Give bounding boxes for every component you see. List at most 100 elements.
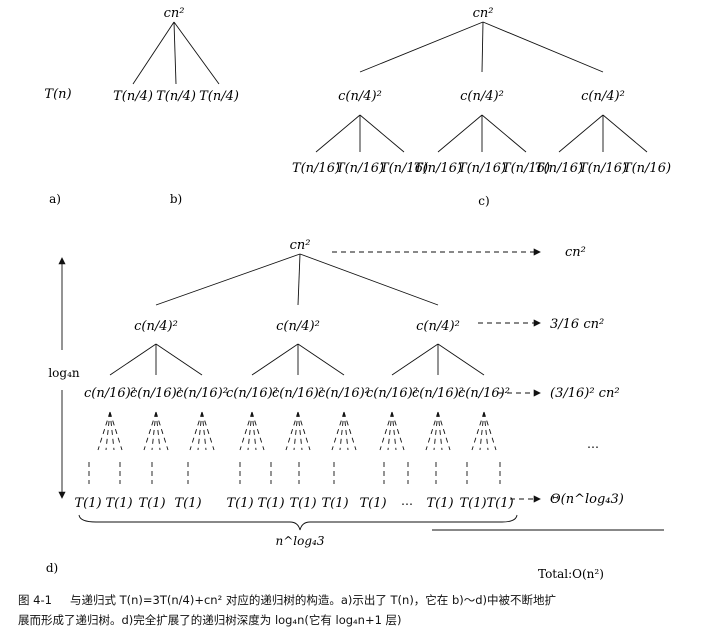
panel-d-level2-1-0: c(n/16)² (226, 386, 278, 401)
panel-a-node-tn: T(n) (44, 87, 71, 102)
leaf-count-label: n^log₄3 (276, 534, 325, 548)
panel-d-leaf-ellipsis: … (401, 494, 413, 508)
panel-d-level1-0: c(n/4)² (134, 319, 178, 334)
panel-d-level2-2-0: c(n/16)² (366, 386, 418, 401)
panel-d-dashed-2-0-0 (379, 411, 393, 451)
panel-c-root: cn² (473, 6, 494, 21)
panel-b-label: b) (170, 192, 182, 206)
panel-b-edge-1 (173, 21, 177, 85)
panel-b-child-2: T(n/4) (199, 89, 239, 104)
panel-d-dashed-0-2-2 (201, 411, 207, 451)
panel-d-dashed-2-0-2 (391, 411, 397, 451)
panel-d-dashed-2-2-2 (483, 411, 489, 451)
level-cost-1: 3/16 cn² (550, 317, 604, 332)
panel-c-leaf-0-0: T(n/16) (292, 161, 340, 176)
panel-d-level2-1-1: c(n/16)² (272, 386, 324, 401)
caption-line-1: 图 4-1 与递归式 T(n)=3T(n/4)+cn² 对应的递归树的构造。a)示… (18, 590, 698, 610)
panel-c-leaf-2-1: T(n/16) (579, 161, 627, 176)
panel-d-dashed-0-2-3 (201, 411, 215, 451)
caption-text-2: 展而形成了递归树。d)完全扩展了的递归树深度为 log₄n(它有 log₄n+1… (18, 613, 402, 627)
panel-d-dashed-0-1-0 (143, 411, 157, 451)
panel-d-leaf-9: T(1) (426, 496, 453, 511)
panel-d-dashed-2-2-0 (471, 411, 485, 451)
panel-a-label: a) (49, 192, 61, 206)
panel-c-leaf-2-2: T(n/16) (623, 161, 671, 176)
panel-c-edge-1 (481, 21, 484, 73)
panel-d-dashed-2-2-3 (483, 411, 497, 451)
panel-d-leaf-10: T(1) (459, 496, 486, 511)
panel-d-level2-2-1: c(n/16)² (412, 386, 464, 401)
panel-c-edge-0 (359, 21, 484, 73)
panel-d-dashed-0-0-0 (97, 411, 111, 451)
panel-c-sub-0-edge-2 (359, 114, 405, 153)
panel-d-dashed-1-2-2 (343, 411, 349, 451)
panel-c-leaf-1-0: T(n/16) (414, 161, 462, 176)
panel-c-label: c) (478, 194, 489, 208)
panel-d-edge-1 (297, 253, 301, 306)
panel-d-sub-1-edge-2 (297, 343, 345, 376)
panel-c-sub-0-edge-0 (315, 114, 361, 153)
panel-b-edge-2 (173, 21, 220, 85)
caption-line-2: 展而形成了递归树。d)完全扩展了的递归树深度为 log₄n(它有 log₄n+1… (18, 610, 698, 630)
panel-c-leaf-1-1: T(n/16) (458, 161, 506, 176)
panel-d-level1-1: c(n/4)² (276, 319, 320, 334)
panel-d-dashed-1-1-0 (285, 411, 299, 451)
panel-d-dashed-2-0-3 (391, 411, 405, 451)
tree-labels: T(n)a)cn²T(n/4)T(n/4)T(n/4)b)cn²c(n/4)²T… (44, 6, 671, 581)
panel-d-sub-2-edge-2 (437, 343, 485, 376)
level-cost-0: cn² (565, 245, 586, 260)
panel-c-child-2: c(n/4)² (581, 89, 625, 104)
panel-d-level2-2-2: c(n/16)² (458, 386, 510, 401)
panel-d-dashed-1-2-1 (339, 411, 345, 451)
panel-d-edge-0 (155, 253, 301, 306)
panel-c-sub-1-edge-2 (481, 114, 527, 153)
panel-d-dashed-1-2-3 (343, 411, 357, 451)
panel-b-child-0: T(n/4) (113, 89, 153, 104)
panel-d-edge-2 (299, 253, 439, 306)
level-cost-vellipsis: … (587, 437, 599, 451)
panel-b-root: cn² (164, 6, 185, 21)
panel-d-label: d) (46, 561, 58, 575)
panel-c-child-0: c(n/4)² (338, 89, 382, 104)
panel-c-sub-2-edge-0 (558, 114, 604, 153)
panel-d-sub-0-edge-0 (109, 343, 157, 376)
panel-d-leaf-11: T(1) (486, 496, 513, 511)
panel-c-edge-2 (482, 21, 604, 73)
panel-d-level1-2: c(n/4)² (416, 319, 460, 334)
panel-d-dashed-0-2-1 (197, 411, 203, 451)
panel-c-sub-1-edge-0 (437, 114, 483, 153)
tree-edges (58, 21, 664, 531)
panel-b-child-1: T(n/4) (156, 89, 196, 104)
panel-c-sub-2-edge-2 (602, 114, 648, 153)
panel-d-sub-2-edge-0 (391, 343, 439, 376)
panel-d-root: cn² (290, 238, 311, 253)
panel-d-dashed-1-0-1 (247, 411, 253, 451)
panel-d-leaf-4: T(1) (226, 496, 253, 511)
panel-d-leaf-5: T(1) (257, 496, 284, 511)
panel-d-dashed-2-1-1 (433, 411, 439, 451)
caption-label: 图 4-1 (18, 593, 52, 607)
panel-d-leaf-1: T(1) (105, 496, 132, 511)
panel-d-dashed-1-1-3 (297, 411, 311, 451)
panel-d-dashed-0-1-3 (155, 411, 169, 451)
panel-d-leaf-7: T(1) (321, 496, 348, 511)
panel-d-dashed-2-1-2 (437, 411, 443, 451)
panel-c-leaf-1-2: T(n/16) (502, 161, 550, 176)
panel-d-leaf-2: T(1) (138, 496, 165, 511)
panel-d-level2-0-0: c(n/16)² (84, 386, 136, 401)
panel-d-dashed-0-0-3 (109, 411, 123, 451)
height-label: log₄n (48, 366, 80, 380)
figure-caption: 图 4-1 与递归式 T(n)=3T(n/4)+cn² 对应的递归树的构造。a)示… (18, 590, 698, 630)
panel-d-dashed-1-0-0 (239, 411, 253, 451)
leaf-count-brace (78, 514, 518, 531)
panel-d-dashed-2-2-1 (479, 411, 485, 451)
panel-d-dashed-2-0-1 (387, 411, 393, 451)
panel-d-dashed-1-0-2 (251, 411, 257, 451)
panel-d-leaf-0: T(1) (74, 496, 101, 511)
panel-d-dashed-1-2-0 (331, 411, 345, 451)
panel-d-sub-0-edge-2 (155, 343, 203, 376)
panel-c-leaf-0-2: T(n/16) (380, 161, 428, 176)
panel-d-leaf-3: T(1) (174, 496, 201, 511)
caption-text-1: 与递归式 T(n)=3T(n/4)+cn² 对应的递归树的构造。a)示出了 T(… (69, 593, 557, 607)
panel-c-leaf-2-0: T(n/16) (535, 161, 583, 176)
